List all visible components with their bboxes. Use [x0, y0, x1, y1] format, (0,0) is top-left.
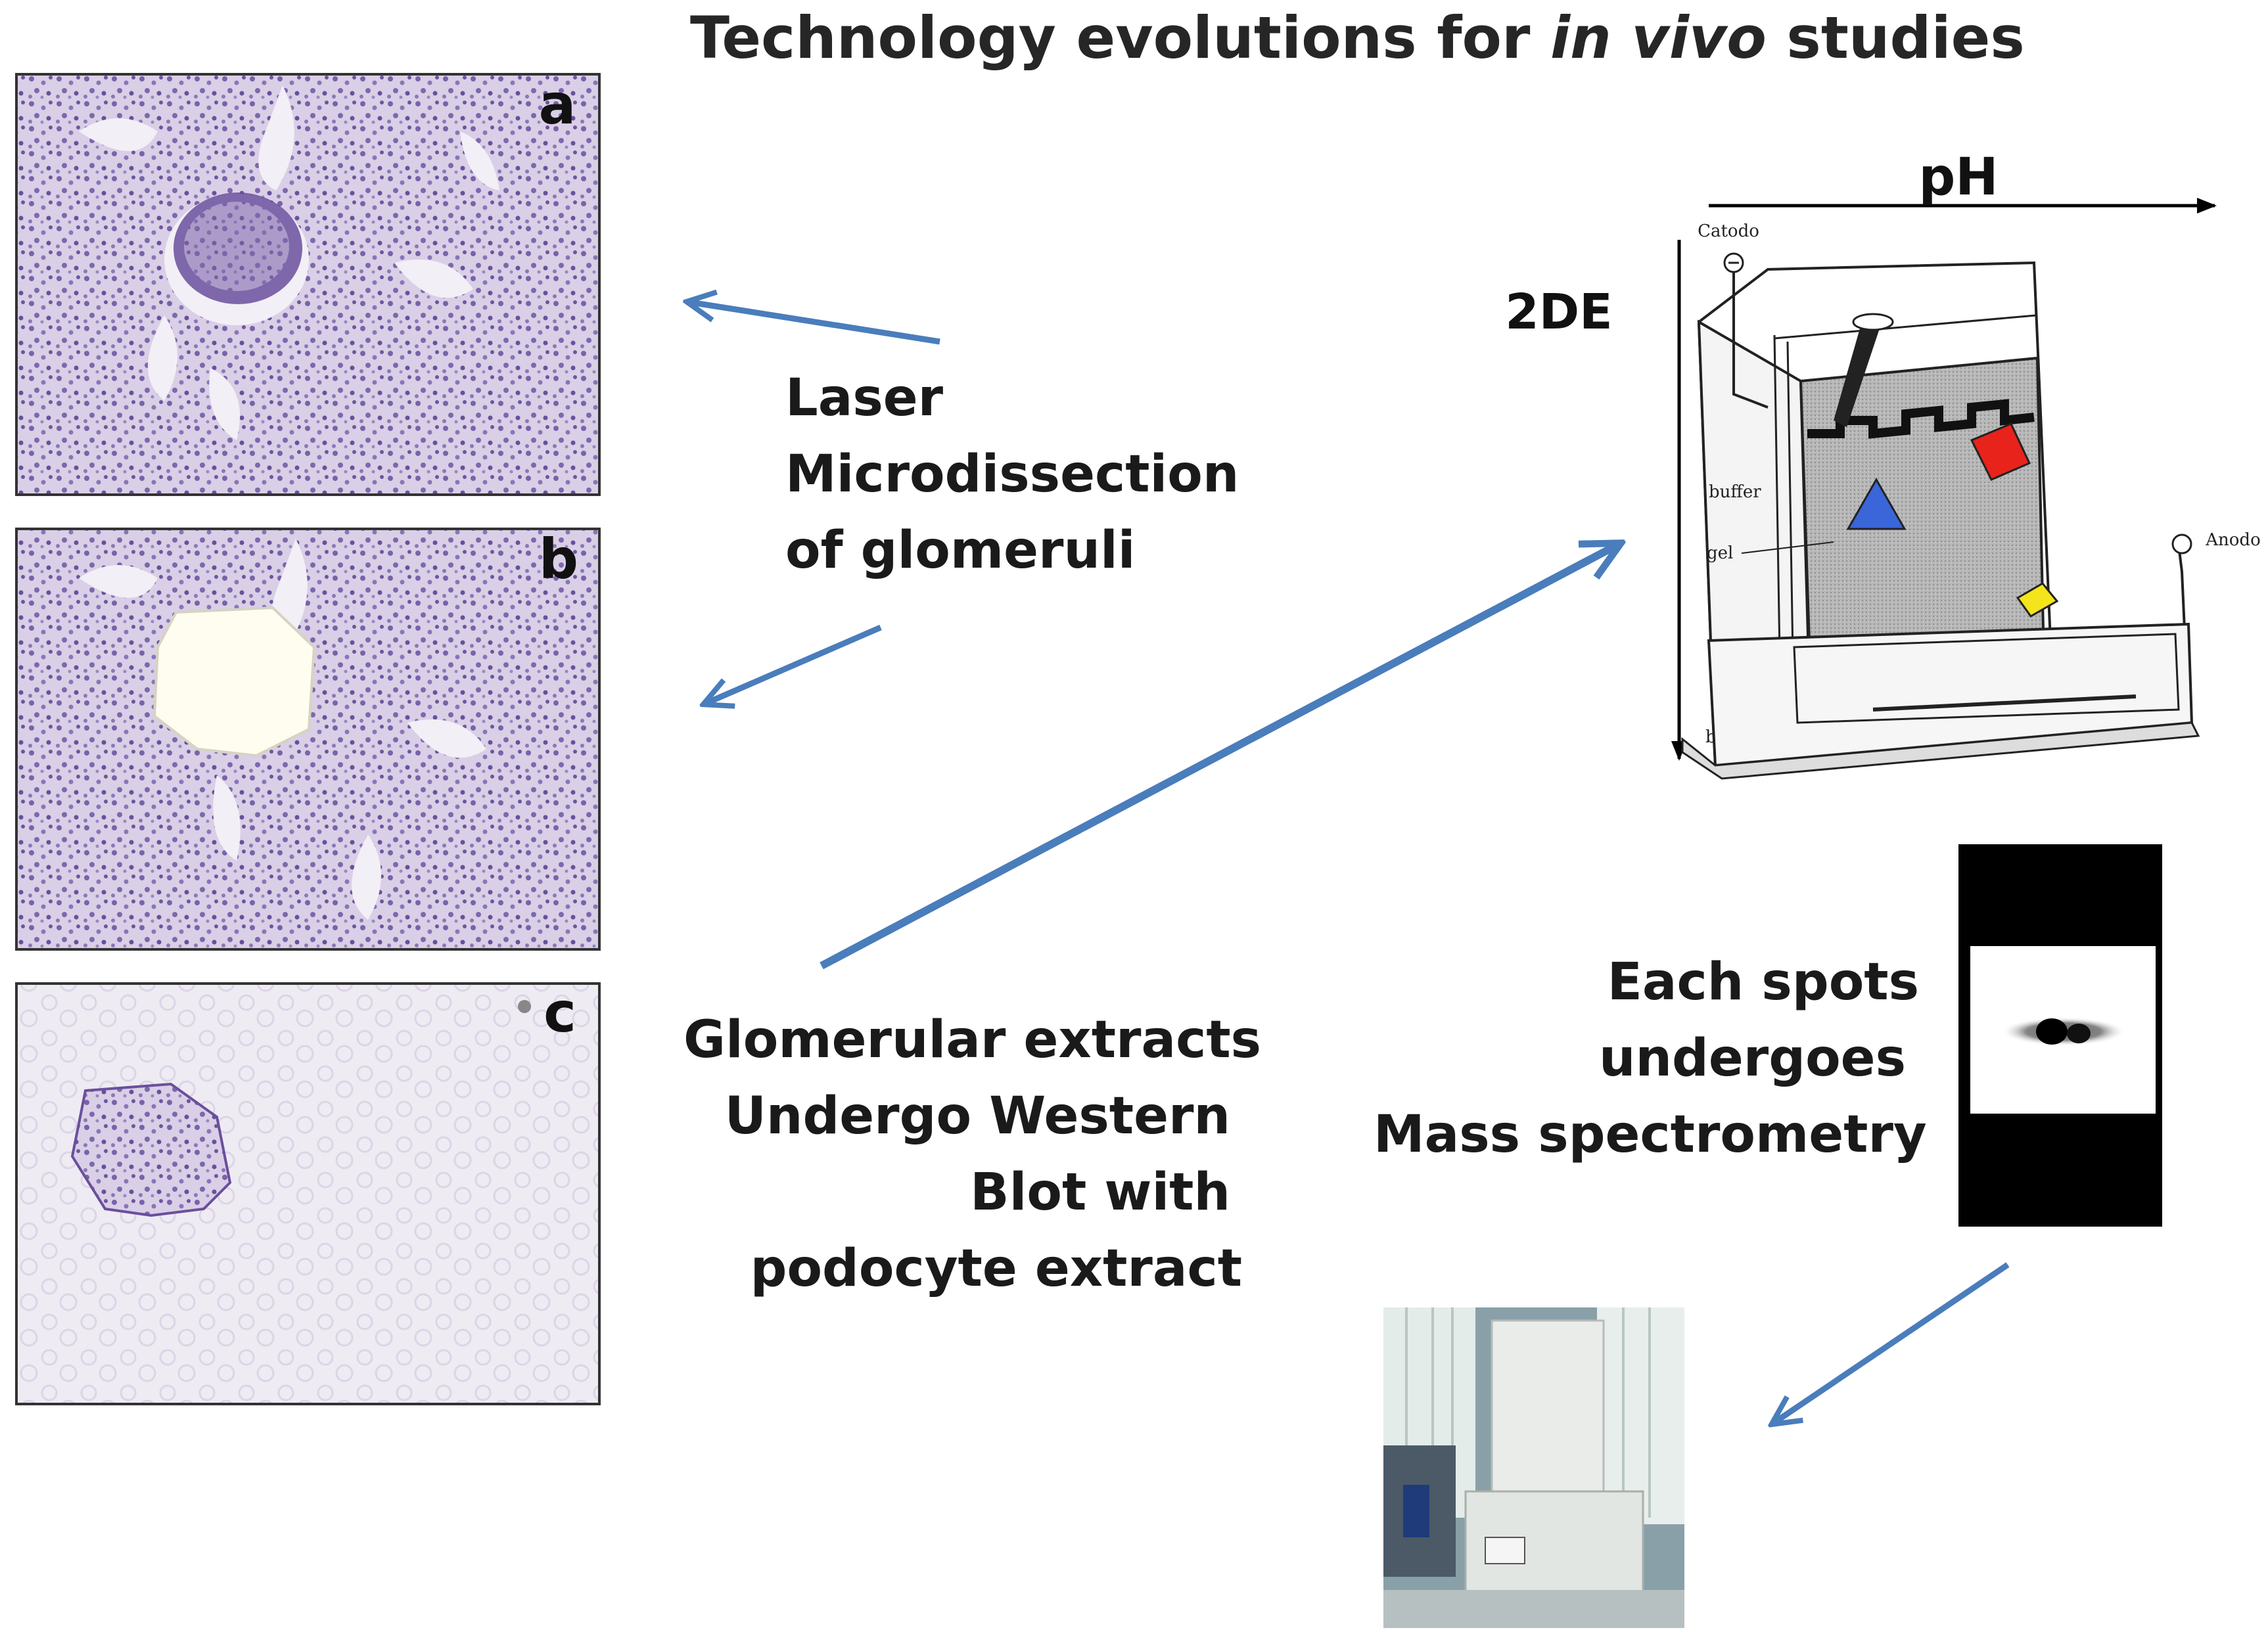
- title-prefix: Technology evolutions for: [690, 4, 1550, 72]
- blue-spot-marker: [1846, 477, 1907, 530]
- red-spot-marker: [1970, 422, 2031, 481]
- glomerular-line-2: Undergo Western: [724, 1087, 1230, 1146]
- glomerular-line-1: Glomerular extracts: [683, 1010, 1262, 1070]
- panel-b-label: b: [539, 527, 578, 591]
- mass-spectrometry-caption: Each spots undergoes Mass spectrometry: [1374, 944, 1927, 1173]
- anodo-label: Anodo: [2205, 530, 2260, 550]
- glomerular-line-3: Blot with: [970, 1163, 1230, 1222]
- arrow-to-panel-b: [706, 624, 882, 703]
- mass-spec-line-2: undergoes: [1598, 1029, 1906, 1088]
- panel-a-label: a: [539, 72, 576, 137]
- title-italic: in vivo: [1550, 4, 1767, 72]
- glomerular-extracts-caption: Glomerular extracts Undergo Western Blot…: [683, 1002, 1262, 1307]
- laser-line-1: Laser: [785, 369, 944, 428]
- buffer-top-label: buffer: [1709, 482, 1761, 502]
- histology-panel-a: a: [15, 72, 601, 496]
- mass-spec-line-3: Mass spectrometry: [1374, 1105, 1927, 1164]
- mass-spectrometer-photo: [1383, 1307, 1684, 1628]
- gel-spot-image: [1958, 844, 2162, 1227]
- arrow-to-gel: [820, 545, 1617, 970]
- 2de-label: 2DE: [1505, 284, 1612, 340]
- arrow-to-mass-spectrometer: [1774, 1262, 2010, 1422]
- laser-line-3: of glomeruli: [785, 521, 1136, 580]
- glomerular-line-4: podocyte extract: [750, 1239, 1242, 1298]
- page-title: Technology evolutions for in vivo studie…: [690, 4, 2025, 72]
- gel-apparatus: pH 2DE Catodo Anodo buffer gel buffer: [1505, 148, 2261, 780]
- mass-spec-line-1: Each spots: [1607, 953, 1919, 1012]
- panel-c-label: c: [544, 980, 576, 1045]
- histology-panel-b: b: [15, 527, 601, 951]
- catode-label: Catodo: [1698, 221, 1759, 241]
- ph-axis-label: pH: [1918, 148, 1998, 207]
- yellow-spot-marker: [2016, 582, 2059, 618]
- laser-microdissection-caption: Laser Microdissection of glomeruli: [785, 360, 1239, 589]
- gel-label: gel: [1707, 543, 1733, 563]
- arrow-to-panel-a: [690, 302, 940, 345]
- laser-line-2: Microdissection: [785, 445, 1239, 504]
- histology-panel-c: c: [15, 980, 601, 1405]
- title-suffix: studies: [1766, 4, 2025, 72]
